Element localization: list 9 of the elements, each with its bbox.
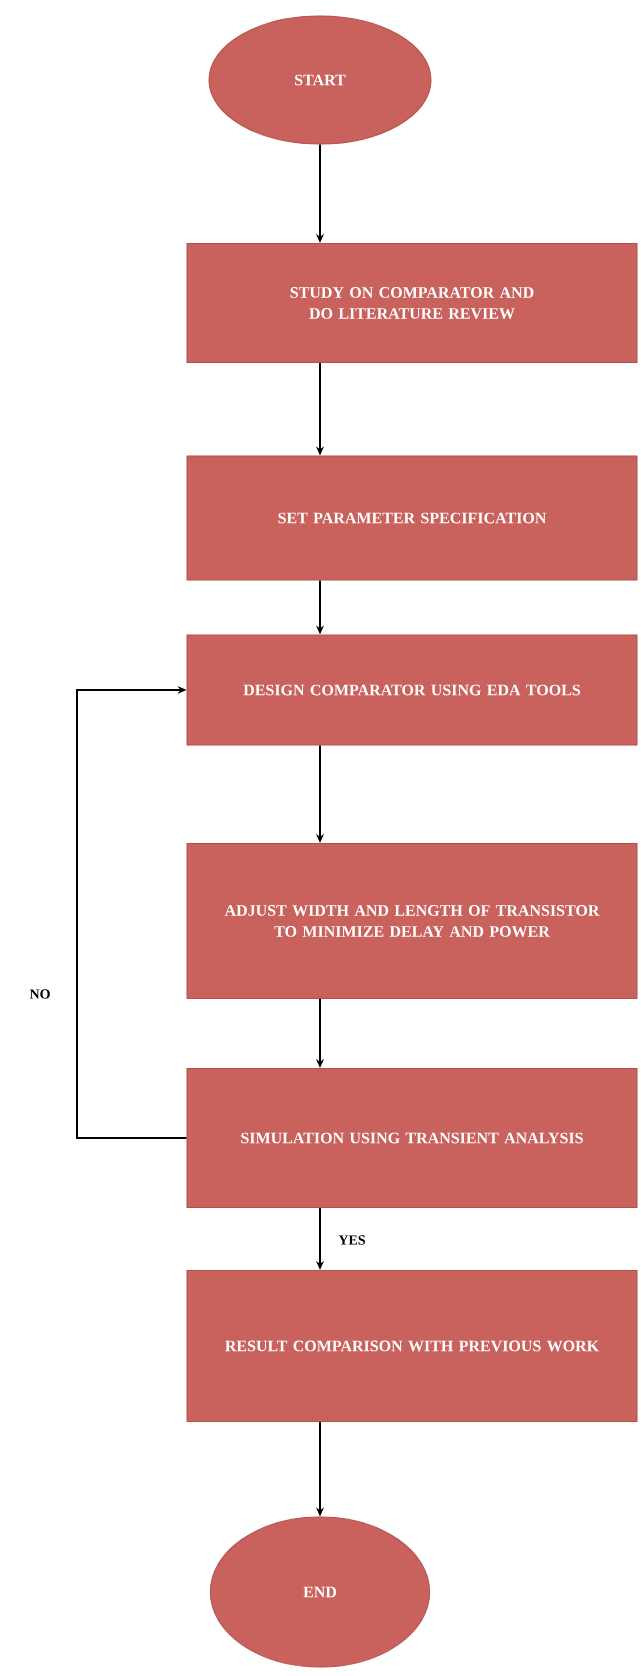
- edge-label: NO: [29, 989, 50, 999]
- edge-label: YES: [338, 1235, 366, 1245]
- process-box: STUDY ON COMPARATOR AND DO LITERATURE REVIEW: [186, 243, 638, 363]
- process-box: SET PARAMETER SPECIFICATION: [186, 455, 638, 581]
- process-box: RESULT COMPARISON WITH PREVIOUS WORK: [186, 1270, 638, 1422]
- arrow: [76, 685, 188, 1139]
- process-box: SIMULATION USING TRANSIENT ANALYSIS: [186, 1068, 638, 1208]
- process-box: DESIGN COMPARATOR USING EDA TOOLS: [186, 634, 638, 746]
- process-box: ADJUST WIDTH AND LENGTH OF TRANSISTOR TO MINIMIZE DELAY AND POWER: [186, 843, 638, 999]
